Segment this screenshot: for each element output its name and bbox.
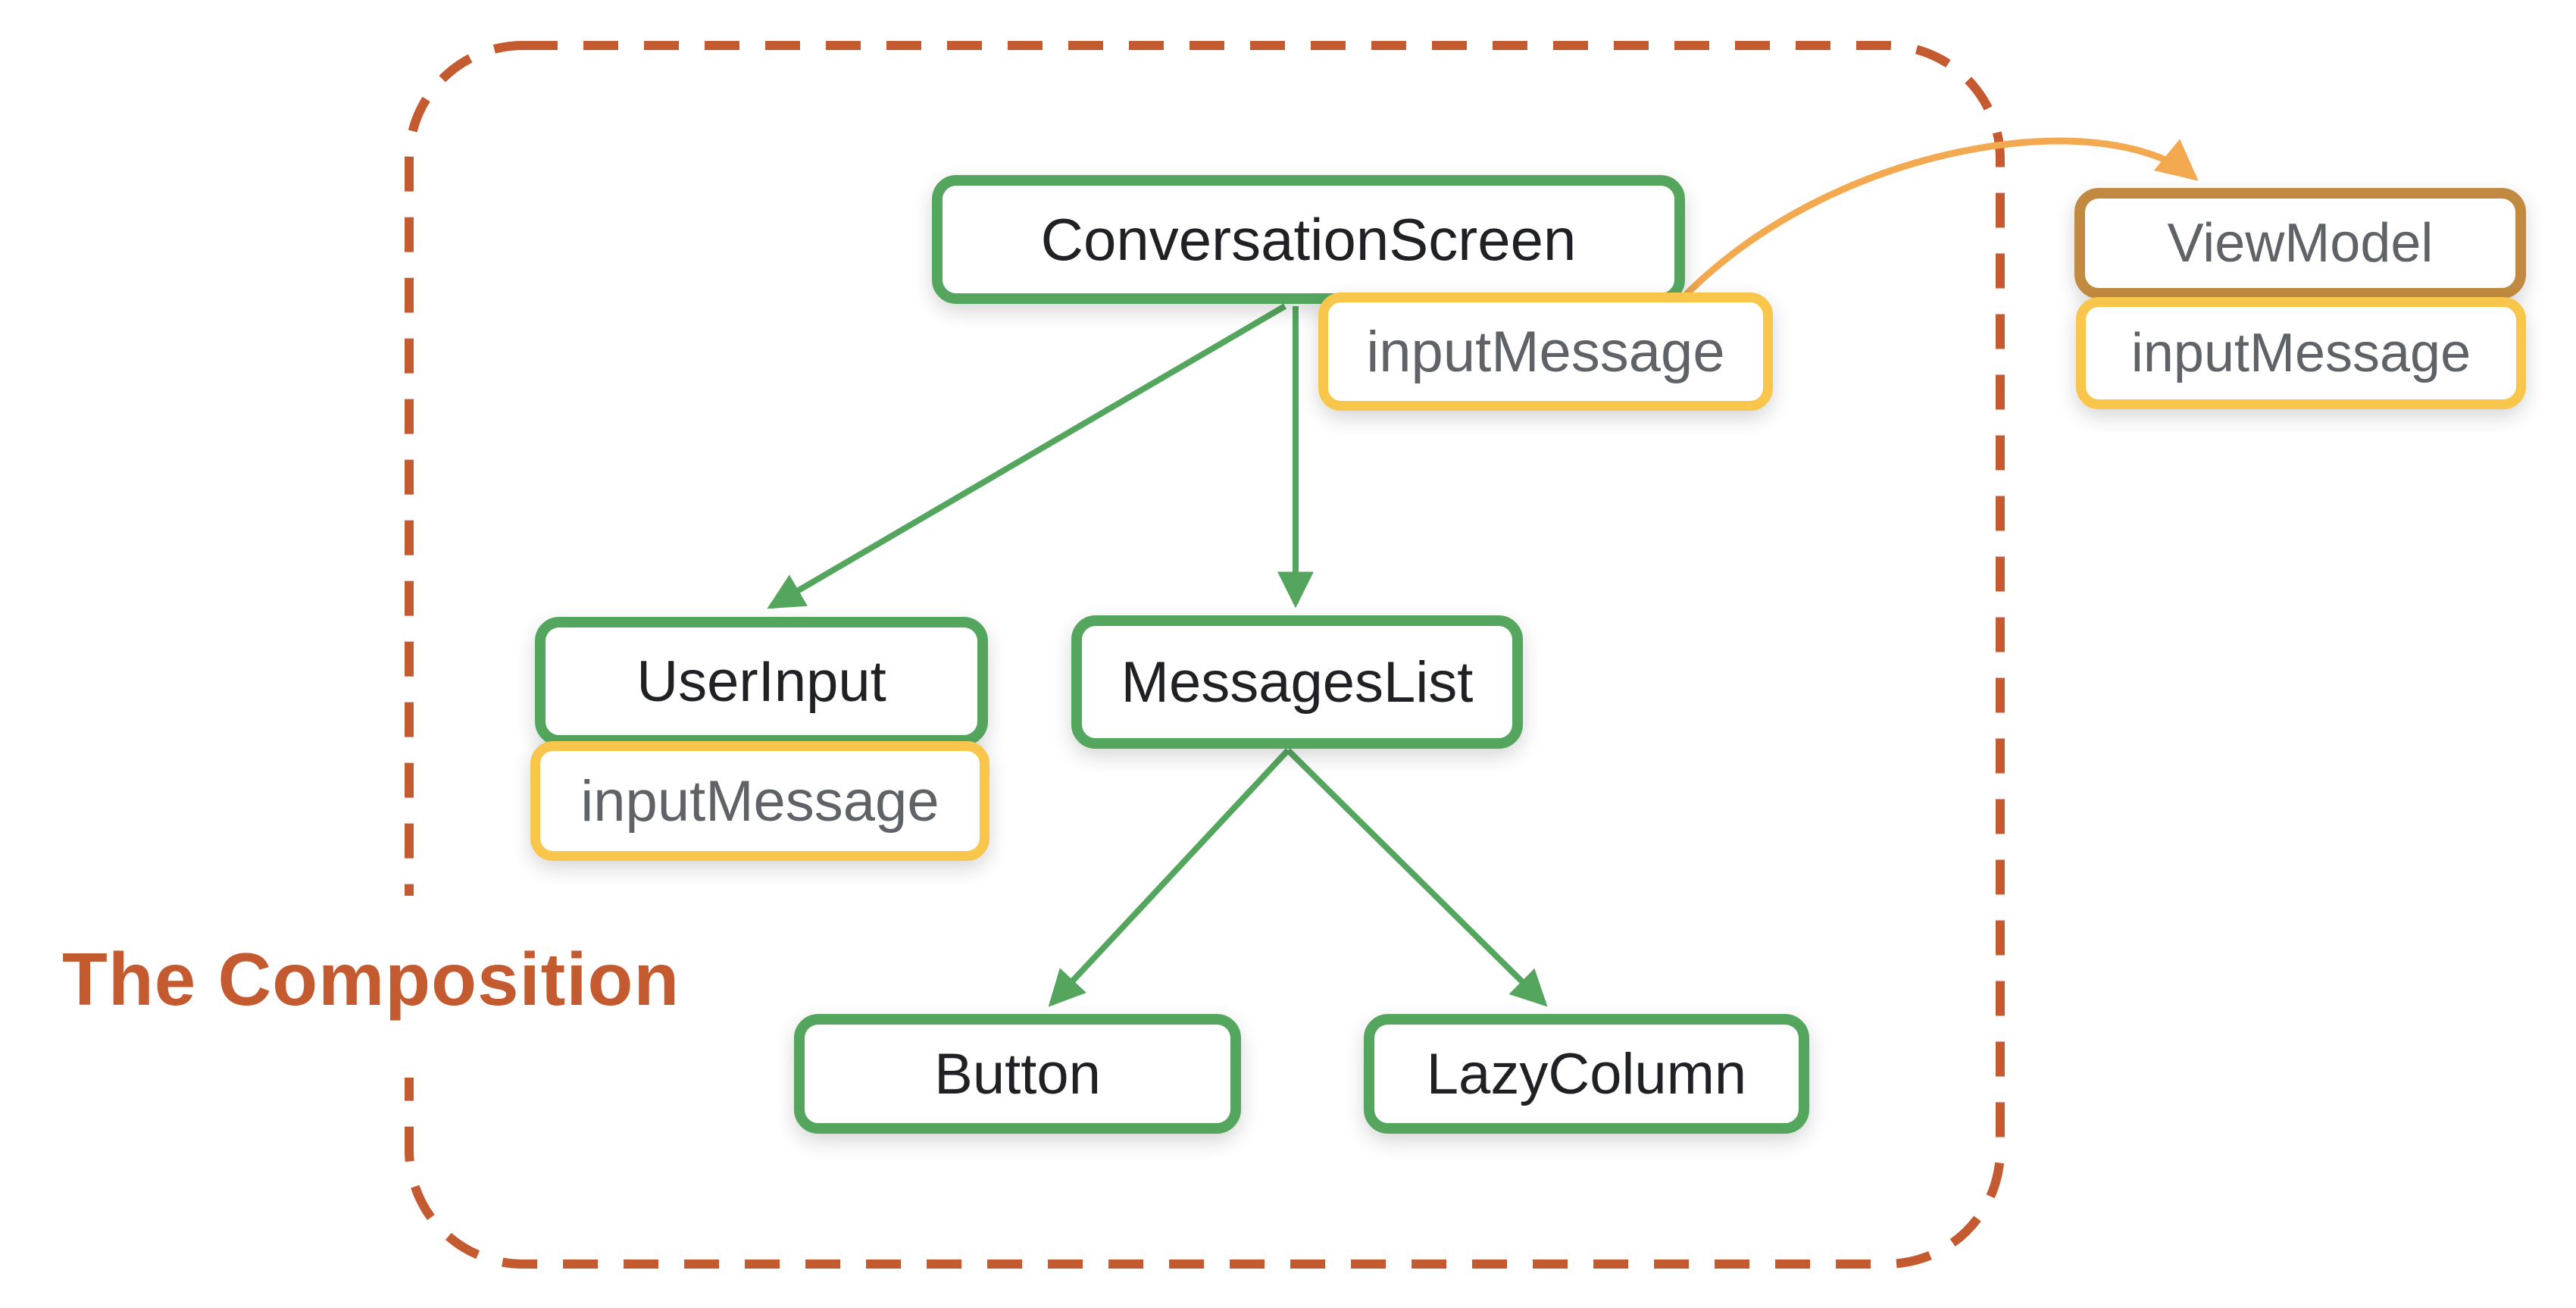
edge-messageslist-lazycolumn [1286,748,1548,1007]
node-viewmodel-label: ViewModel [2167,213,2434,274]
state-chip-viewmodel-inputmessage: inputMessage [2076,297,2526,409]
state-chip-conversationscreen-inputmessage: inputMessage [1318,293,1773,411]
composition-boundary [405,41,2005,1269]
composition-title: The Composition [62,937,680,1021]
edge-conversationscreen-userinput [767,303,1287,609]
node-userinput: UserInput [535,617,988,746]
node-messageslist: MessagesList [1071,615,1523,749]
node-conversationscreen-label: ConversationScreen [1040,205,1577,273]
node-messageslist-label: MessagesList [1121,649,1474,715]
node-conversationscreen: ConversationScreen [932,175,1685,304]
state-chip-label: inputMessage [1366,319,1725,384]
node-button: Button [794,1014,1241,1134]
node-lazycolumn: LazyColumn [1364,1014,1809,1134]
node-button-label: Button [934,1041,1101,1106]
edge-conversationscreen-viewmodel [1683,137,2199,297]
node-userinput-label: UserInput [636,649,886,714]
boundary-title-gap [374,896,445,1078]
node-lazycolumn-label: LazyColumn [1426,1041,1747,1106]
state-chip-label: inputMessage [580,768,939,834]
node-viewmodel: ViewModel [2074,188,2526,299]
state-chip-userinput-inputmessage: inputMessage [530,741,989,861]
edge-messageslist-button [1048,748,1290,1007]
state-chip-label: inputMessage [2131,323,2471,383]
